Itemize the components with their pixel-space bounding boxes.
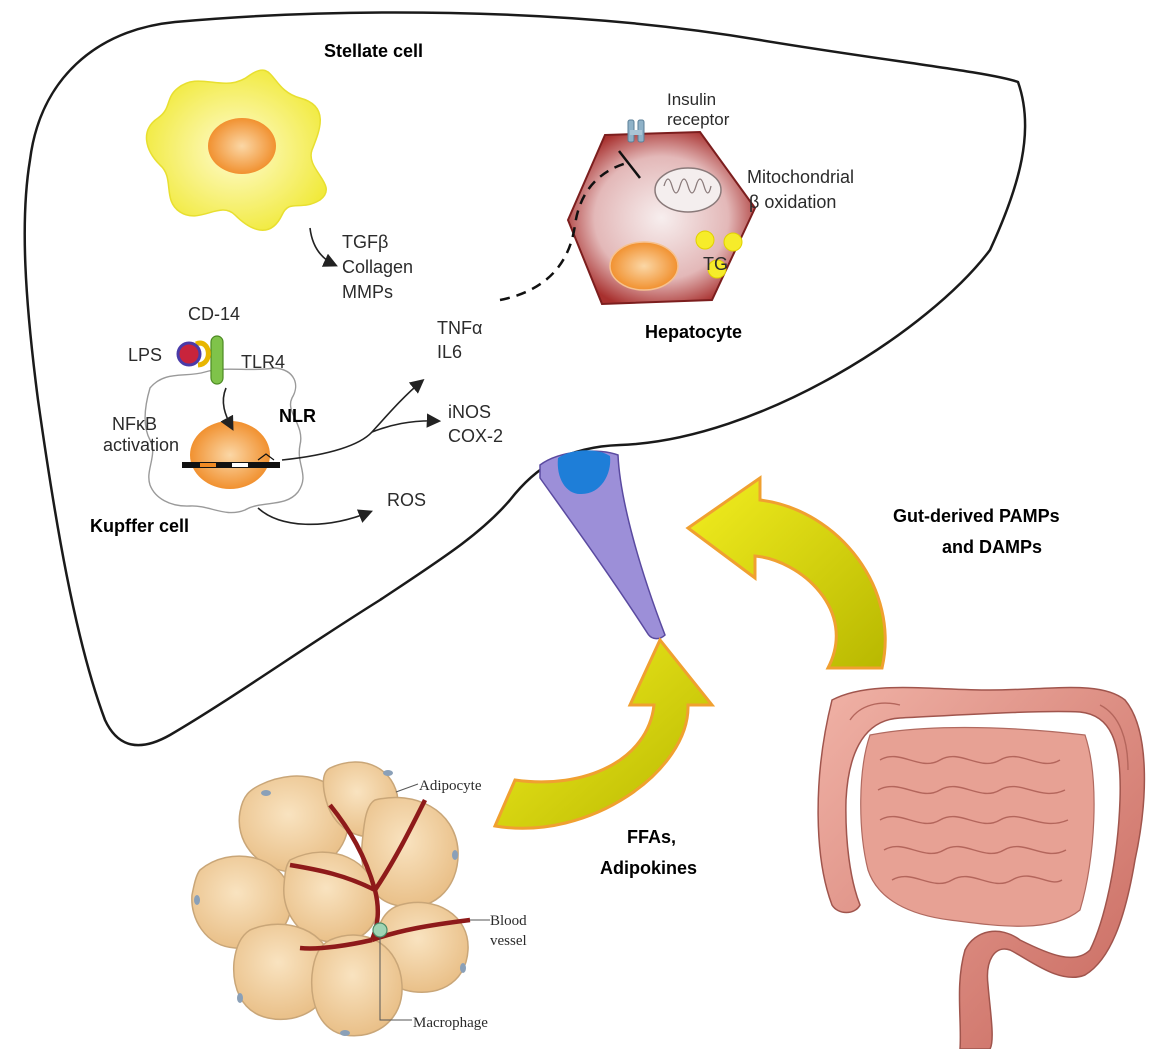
lps-icon [176,341,202,367]
intestines-illustration [817,686,1146,1049]
collagen-label: Collagen [342,257,413,277]
portal-vein [539,450,666,640]
macrophage-icon [372,922,388,938]
lps-label: LPS [128,345,162,365]
kupffer-nucleus [190,421,270,489]
kupffer-cell-label: Kupffer cell [90,516,189,536]
stellate-cell-label: Stellate cell [324,41,423,61]
insulin-receptor-icon [627,119,645,143]
cytokine-inhibition-line [499,160,631,302]
blood-label: Blood [490,913,527,929]
adipose-tissue [191,761,471,1037]
intestine-loops [849,702,1129,885]
tlr4-label: TLR4 [241,352,285,372]
stellate-nucleus [208,118,276,174]
mmps-label: MMPs [342,282,393,302]
adipocyte-cell [310,934,403,1037]
cd14-icon [195,340,211,368]
hepatocyte [566,119,757,306]
gut-label-line1: Gut-derived PAMPs [893,506,1060,526]
macrophage-label: Macrophage [413,1015,488,1031]
large-intestine [817,686,1146,1049]
adipocyte-nuclei [194,770,466,1036]
macrophage-leader-line [379,937,412,1021]
blood-vessel [289,798,471,951]
receptor-label: receptor [667,110,730,129]
inos-arrow [371,413,442,433]
cox2-label: COX-2 [448,426,503,446]
gut-to-liver-arrow [685,475,887,670]
tgfb-label: TGFβ [342,232,388,252]
ros-arrow [257,507,373,526]
small-intestine [860,726,1095,927]
gut-label-line2: and DAMPs [942,537,1042,557]
mitochondrial-label: Mitochondrial [747,167,854,187]
cd14-label: CD-14 [188,304,240,324]
lipid-droplets [695,230,743,279]
hepatocyte-nucleus [609,241,679,291]
tnfa-label: TNFα [437,318,482,338]
vessel-label: vessel [490,933,527,949]
kupffer-cell [144,335,304,514]
ros-label: ROS [387,490,426,510]
tg-label: TG [703,254,728,274]
tnf-arrow [281,378,425,461]
ffas-label: FFAs, [627,827,676,847]
insulin-label: Insulin [667,90,716,109]
activation-label: activation [103,435,179,455]
beta-oxidation-label: β oxidation [749,192,836,212]
dna-strand [182,453,280,468]
adipocyte-leader-line [395,783,419,793]
mitochondrion [654,167,722,213]
inhibition-bar [618,150,641,179]
stellate-cell [145,69,327,231]
hepatocyte-label: Hepatocyte [645,322,742,342]
il6-label: IL6 [437,342,462,362]
nfkb-activation-arrow [220,387,234,431]
adipokines-label: Adipokines [600,858,697,878]
tlr4-receptor-icon [210,335,224,385]
nfkb-label: NFκB [112,414,157,434]
stellate-output-arrow [309,227,338,267]
adipocyte-label: Adipocyte [419,778,482,794]
inos-label: iNOS [448,402,491,422]
nlr-label: NLR [279,406,316,426]
adipose-to-liver-arrow [492,637,716,830]
